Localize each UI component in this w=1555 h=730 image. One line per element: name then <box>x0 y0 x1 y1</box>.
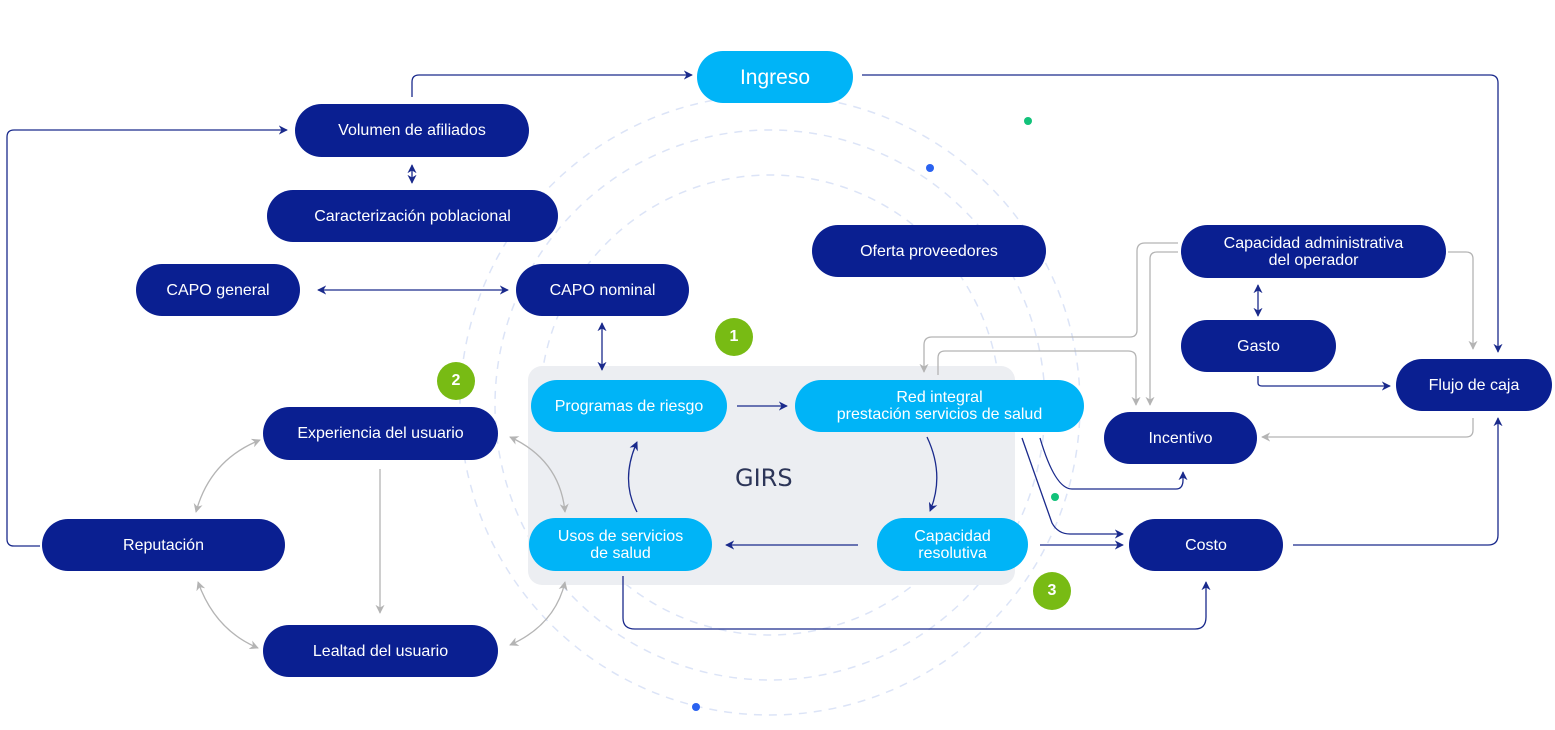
edge-red-capacidad <box>926 436 938 512</box>
edge-experiencia-usos <box>509 436 569 513</box>
edge-red-costo <box>1021 437 1124 539</box>
edge-capacidad-admin-incentivo <box>1145 251 1178 406</box>
node-costo[interactable]: Costo <box>1129 519 1283 571</box>
node-capo-nominal[interactable]: CAPO nominal <box>516 264 689 316</box>
node-flujo-de-caja[interactable]: Flujo de caja <box>1396 359 1552 411</box>
node-programas-de-riesgo[interactable]: Programas de riesgo <box>531 380 727 432</box>
step-badge-3: 3 <box>1033 572 1071 610</box>
node-capacidad-resolutiva[interactable]: Capacidad resolutiva <box>877 518 1028 571</box>
orbit-dot-green <box>1024 117 1032 125</box>
node-reputacion[interactable]: Reputación <box>42 519 285 571</box>
node-red-integral[interactable]: Red integral prestación servicios de sal… <box>795 380 1084 432</box>
edge-usos-costo <box>622 576 1211 630</box>
step-badge-1: 1 <box>715 318 753 356</box>
node-capacidad-administrativa[interactable]: Capacidad administrativa del operador <box>1181 225 1446 278</box>
edge-red-incentivo-gray <box>937 350 1141 406</box>
edge-capacidad-admin-red <box>919 242 1178 373</box>
node-usos-de-servicios[interactable]: Usos de servicios de salud <box>529 518 712 571</box>
node-caracterizacion-poblacional[interactable]: Caracterización poblacional <box>267 190 558 242</box>
node-experiencia-del-usuario[interactable]: Experiencia del usuario <box>263 407 498 460</box>
edge-usos-programas <box>627 441 638 513</box>
node-gasto[interactable]: Gasto <box>1181 320 1336 372</box>
node-oferta-proveedores[interactable]: Oferta proveedores <box>812 225 1046 277</box>
node-capo-general[interactable]: CAPO general <box>136 264 300 316</box>
edge-experiencia-reputacion <box>193 438 261 513</box>
node-volumen-afiliados[interactable]: Volumen de afiliados <box>295 104 529 157</box>
node-ingreso[interactable]: Ingreso <box>697 51 853 103</box>
edge-costo-flujo <box>1293 417 1503 546</box>
edge-ingreso-flujo <box>862 74 1503 353</box>
edge-flujo-incentivo <box>1261 418 1474 442</box>
edge-lealtad-usos <box>509 581 568 646</box>
node-incentivo[interactable]: Incentivo <box>1104 412 1257 464</box>
edge-reputacion-lealtad <box>196 581 259 650</box>
edge-red-incentivo <box>1039 437 1188 490</box>
edge-reputacion-volumen <box>6 125 288 547</box>
girs-label: GIRS <box>735 464 793 492</box>
orbit-dot-blue <box>692 703 700 711</box>
orbit-dot-green <box>1051 493 1059 501</box>
orbit-dot-blue <box>926 164 934 172</box>
edge-capacidad-admin-flujo <box>1448 251 1478 350</box>
node-lealtad-del-usuario[interactable]: Lealtad del usuario <box>263 625 498 677</box>
step-badge-2: 2 <box>437 362 475 400</box>
edge-gasto-flujo <box>1257 376 1391 391</box>
edge-volumen-ingreso <box>411 70 693 97</box>
